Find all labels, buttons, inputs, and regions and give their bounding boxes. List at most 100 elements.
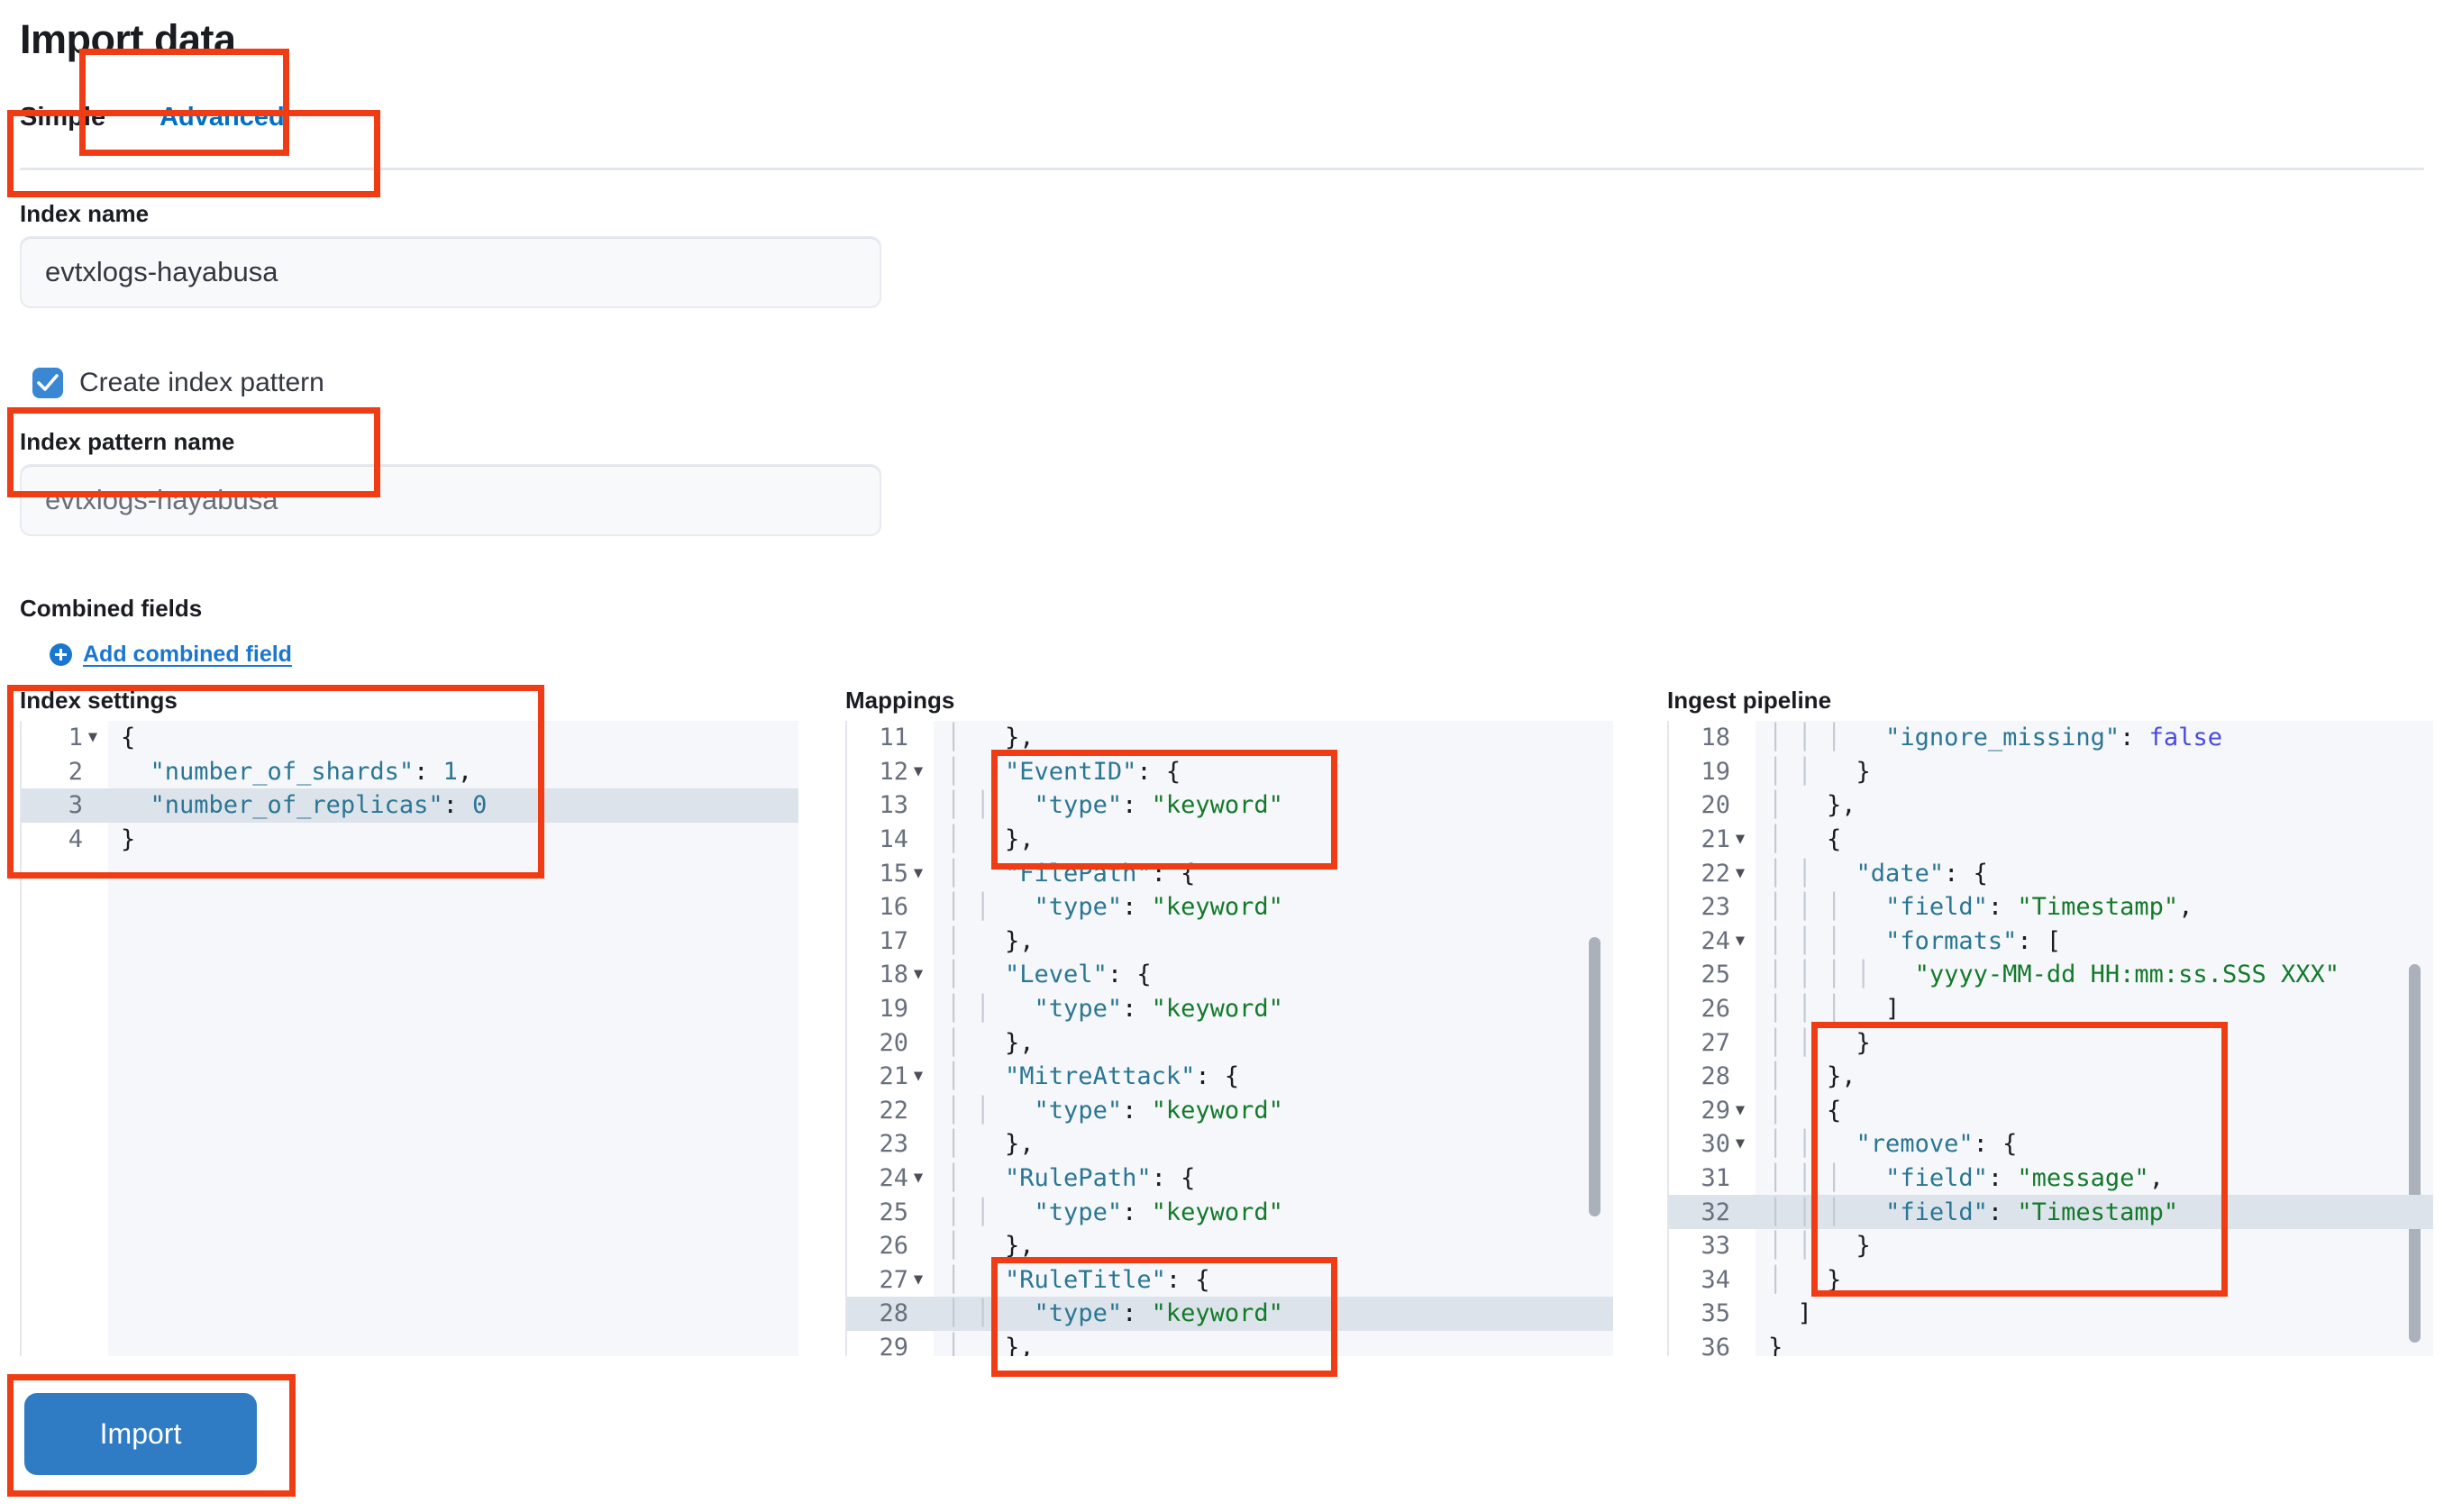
code-line[interactable]: 28 │ }, [1669, 1059, 2433, 1094]
code-line[interactable]: 27 │ │ } [1669, 1025, 2433, 1060]
fold-toggle-icon[interactable]: ▼ [913, 1067, 924, 1086]
code-line[interactable]: 35 ] [1669, 1297, 2433, 1331]
code-line[interactable]: 26│ │ │ ] [1669, 991, 2433, 1026]
line-number: 31 [1701, 1164, 1730, 1193]
fold-toggle-icon[interactable]: ▼ [913, 863, 924, 882]
code-text: │ "RulePath": { [946, 1164, 1196, 1193]
line-number-cell: 3 [22, 788, 108, 823]
line-number: 22 [1701, 859, 1730, 888]
index-pattern-name-label: Index pattern name [20, 428, 235, 455]
code-line[interactable]: 19│ │ } [1669, 754, 2433, 789]
checkbox-checked-icon[interactable] [32, 368, 63, 398]
code-text: │ │ │ │ "yyyy-MM-dd HH:mm:ss.SSS XXX" [1768, 961, 2339, 989]
import-button[interactable]: Import [24, 1393, 257, 1475]
code-line[interactable]: 25│ │ │ │ "yyyy-MM-dd HH:mm:ss.SSS XXX" [1669, 958, 2433, 992]
code-line[interactable]: 1▼{ [22, 721, 798, 755]
code-line[interactable]: 20│ }, [1669, 788, 2433, 823]
code-line[interactable]: 11 │ }, [847, 721, 1613, 755]
code-text: │ }, [946, 724, 1035, 752]
code-text: │ │ "type": "keyword" [946, 1198, 1283, 1226]
line-number-cell: 20 [847, 1025, 934, 1060]
tab-advanced[interactable]: Advanced [132, 97, 312, 156]
fold-toggle-icon[interactable]: ▼ [1735, 1134, 1746, 1153]
code-line[interactable]: 2 "number_of_shards": 1, [22, 754, 798, 789]
line-number: 19 [879, 995, 908, 1024]
code-line[interactable]: 24▼│ │ │ "formats": [ [1669, 924, 2433, 959]
line-number: 3 [68, 791, 83, 820]
fold-toggle-icon[interactable]: ▼ [87, 728, 98, 747]
code-line[interactable]: 22│ │ "type": "keyword" [847, 1093, 1613, 1128]
code-line[interactable]: 29│ }, [847, 1330, 1613, 1356]
line-number-cell: 35 [1669, 1297, 1755, 1331]
line-number-cell: 11 [847, 721, 934, 755]
code-line[interactable]: 25 │ │ "type": "keyword" [847, 1195, 1613, 1229]
code-line[interactable]: 15▼ │ "FilePath": { [847, 856, 1613, 890]
code-line[interactable]: 34│ } [1669, 1262, 2433, 1298]
code-text: │ │ "type": "keyword" [946, 1299, 1283, 1328]
code-text: │ │ "type": "keyword" [946, 791, 1283, 820]
line-number: 11 [879, 724, 908, 752]
code-line[interactable]: 22▼│ │ "date": { [1669, 856, 2433, 890]
code-line[interactable]: 3 "number_of_replicas": 0 [22, 788, 798, 823]
code-text: │ │ } [1768, 1028, 1871, 1057]
code-line[interactable]: 4} [22, 822, 798, 857]
fold-toggle-icon[interactable]: ▼ [913, 1270, 924, 1289]
code-line[interactable]: 20│ }, [847, 1025, 1613, 1060]
line-number: 20 [1701, 791, 1730, 820]
code-text: │ "FilePath": { [946, 859, 1196, 888]
line-number-cell: 15▼ [847, 856, 934, 890]
code-line[interactable]: 19│ │ "type": "keyword" [847, 991, 1613, 1026]
index-pattern-name-input[interactable]: evtxlogs-hayabusa [20, 464, 881, 536]
code-line[interactable]: 32│ │ │ "field": "Timestamp" [1669, 1195, 2433, 1229]
fold-toggle-icon[interactable]: ▼ [913, 1169, 924, 1188]
code-line[interactable]: 21▼│ "MitreAttack": { [847, 1059, 1613, 1094]
code-line[interactable]: 23│ │ │ "field": "Timestamp", [1669, 889, 2433, 925]
add-combined-field-button[interactable]: Add combined field [50, 642, 292, 668]
code-line[interactable]: 30▼│ │ "remove": { [1669, 1127, 2433, 1161]
index-name-input[interactable]: evtxlogs-hayabusa [20, 236, 881, 308]
code-line[interactable]: 26│ }, [847, 1228, 1613, 1263]
fold-toggle-icon[interactable]: ▼ [913, 965, 924, 984]
code-line[interactable]: 24▼│ "RulePath": { [847, 1161, 1613, 1196]
code-line[interactable]: 14│ }, [847, 822, 1613, 857]
code-line[interactable]: 18▼│ "Level": { [847, 958, 1613, 992]
tab-simple[interactable]: Simple [20, 103, 106, 132]
line-number-cell: 19 [1669, 754, 1755, 789]
code-line[interactable]: 36} [1669, 1330, 2433, 1356]
code-line[interactable]: 12▼│ "EventID": { [847, 754, 1613, 789]
code-line[interactable]: 27▼│ "RuleTitle": { [847, 1262, 1613, 1298]
code-line[interactable]: 21 ▼ │ { [1669, 822, 2433, 857]
fold-toggle-icon[interactable]: ▼ [1735, 931, 1746, 950]
mappings-scrollbar[interactable] [1589, 937, 1600, 1216]
code-text: │ │ "type": "keyword" [946, 1096, 1283, 1125]
code-line[interactable]: 17│ }, [847, 924, 1613, 959]
code-text: │ { [1768, 825, 1842, 854]
code-line[interactable]: 16│ │ "type": "keyword" [847, 889, 1613, 925]
line-number-cell: 27 [1669, 1025, 1755, 1060]
line-number-cell: 25 [847, 1195, 934, 1229]
code-line[interactable]: 13│ │ "type": "keyword" [847, 788, 1613, 823]
fold-toggle-icon[interactable]: ▼ [1735, 863, 1746, 882]
code-text: "number_of_replicas": 0 [150, 791, 488, 820]
fold-toggle-icon[interactable]: ▼ [1735, 830, 1746, 849]
code-line[interactable]: 23│ }, [847, 1127, 1613, 1161]
line-number: 28 [1701, 1062, 1730, 1091]
code-line[interactable]: 33│ │ } [1669, 1228, 2433, 1263]
code-line[interactable]: 31│ │ │ "field": "message", [1669, 1161, 2433, 1196]
fold-toggle-icon[interactable]: ▼ [913, 761, 924, 780]
line-number-cell: 26 [847, 1228, 934, 1263]
line-number: 14 [879, 825, 908, 854]
create-index-pattern-row[interactable]: Create index pattern [32, 368, 324, 398]
code-line[interactable]: 29▼│ { [1669, 1093, 2433, 1128]
ingest-pipeline-scrollbar[interactable] [2409, 964, 2421, 1343]
index-settings-editor[interactable]: 1▼{2 "number_of_shards": 1,3 "number_of_… [20, 721, 798, 1356]
index-name-label: Index name [20, 200, 150, 227]
line-number: 21 [1701, 825, 1730, 854]
code-line[interactable]: 28│ │ "type": "keyword" [847, 1297, 1613, 1331]
code-line[interactable]: 18│ │ │ "ignore_missing": false [1669, 721, 2433, 755]
fold-toggle-icon[interactable]: ▼ [1735, 1100, 1746, 1119]
mappings-editor[interactable]: 11 │ },12▼│ "EventID": {13│ │ "type": "ke… [845, 721, 1613, 1356]
tab-bar: Simple Advanced [20, 97, 312, 156]
code-text: │ }, [1768, 1062, 1856, 1091]
